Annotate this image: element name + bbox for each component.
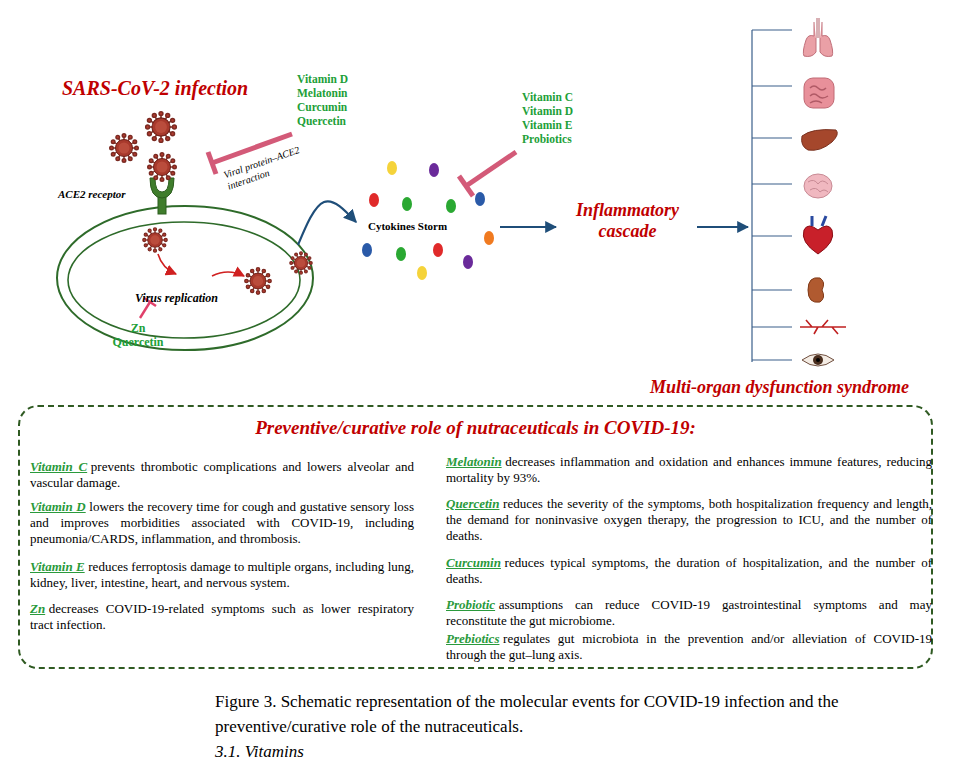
nutrient-name: Probiotic bbox=[446, 597, 495, 612]
nutrient-paragraph: Vitamin Ereduces ferroptosis damage to m… bbox=[30, 559, 414, 591]
brain-icon bbox=[804, 174, 832, 198]
cell: Virus replication Zn Quercetin bbox=[57, 207, 313, 350]
nutrient-name: Vitamin C bbox=[30, 459, 87, 474]
receptor-label: ACE2 receptor bbox=[58, 188, 126, 201]
process-label: Virus replication bbox=[135, 291, 218, 305]
organ-bracket bbox=[752, 30, 792, 362]
nutrient-name: Quercetin bbox=[446, 496, 499, 511]
nutraceutical-list: Vitamin C Vitamin D Vitamin E Probiotics bbox=[522, 90, 584, 146]
nutrient-name: Vitamin E bbox=[30, 559, 85, 574]
cytokine-dots bbox=[362, 161, 494, 280]
nutraceutical-list: Vitamin D Melatonin Curcumin Quercetin bbox=[297, 72, 359, 128]
nutrient-effect: reduces ferroptosis damage to multiple o… bbox=[30, 559, 414, 590]
nutrient-paragraph: Prebioticsregulates gut microbiota in th… bbox=[446, 631, 932, 663]
nutrient-effect: reduces typical symptoms, the duration o… bbox=[446, 555, 932, 586]
figure-heading: SARS-CoV-2 infection bbox=[62, 76, 248, 100]
nutrient-name: Curcumin bbox=[446, 555, 501, 570]
nutrient-paragraph: Quercetinreduces the severity of the sym… bbox=[446, 496, 932, 544]
nutrient-name: Vitamin D bbox=[30, 499, 86, 514]
figure-caption: Figure 3. Schematic representation of th… bbox=[215, 689, 955, 739]
target-label: Viral protein–ACE2 interaction bbox=[222, 143, 309, 193]
nutrient-effect: lowers the recovery time for cough and g… bbox=[30, 499, 414, 546]
process-label: Inflammatory cascade bbox=[560, 200, 695, 242]
cluster-label: Cytokines Storm bbox=[368, 220, 447, 233]
dashed-panel: Preventive/curative role of nutraceutica… bbox=[18, 405, 933, 669]
organ-column: Multi-organ dysfunction syndrome bbox=[752, 28, 832, 368]
nutrient-paragraph: Probioticassumptions can reduce COVID-19… bbox=[446, 597, 932, 629]
flow-arrow bbox=[500, 226, 556, 228]
cytokine-cluster: Cytokines Storm bbox=[358, 160, 498, 278]
replication-arrow bbox=[158, 254, 176, 274]
cell-membrane bbox=[57, 206, 313, 350]
nutrient-effect: regulates gut microbiota in the preventi… bbox=[446, 631, 932, 662]
nutrient-name: Melatonin bbox=[446, 454, 502, 469]
eye-icon bbox=[802, 354, 834, 366]
heart-icon bbox=[803, 216, 832, 254]
intestine-icon bbox=[804, 78, 834, 108]
cell-inner-membrane bbox=[68, 222, 300, 338]
process-label-box: Inflammatory cascade bbox=[560, 200, 695, 242]
flow-arrow bbox=[298, 201, 356, 245]
nutrient-effect: prevents thrombotic complications and lo… bbox=[30, 459, 414, 490]
inhibitor-list: Zn Quercetin bbox=[107, 321, 169, 349]
nutrient-paragraph: Vitamin Dlowers the recovery time for co… bbox=[30, 499, 414, 547]
ace2-receptor bbox=[150, 178, 174, 214]
lungs-icon bbox=[803, 18, 832, 57]
nutrient-effect: reduces the severity of the symptoms, bo… bbox=[446, 496, 932, 543]
virus-particles bbox=[110, 112, 313, 295]
nutrient-paragraph: Zndecreases COVID-19-related symptoms su… bbox=[30, 601, 414, 633]
inhibitor-bar bbox=[459, 152, 516, 196]
liver-icon bbox=[802, 130, 838, 151]
vessel-icon bbox=[800, 320, 846, 334]
nutrient-effect: assumptions can reduce COVID-19 gastroin… bbox=[446, 597, 932, 628]
nutrient-effect: decreases inflammation and oxidation and… bbox=[446, 454, 932, 485]
nutrient-effect: decreases COVID-19-related symptoms such… bbox=[30, 601, 414, 632]
section-heading: 3.1. Vitamins bbox=[215, 742, 304, 762]
nutrient-name: Zn bbox=[30, 601, 45, 616]
replication-arrow bbox=[212, 272, 244, 276]
nutrient-paragraph: Vitamin Cprevents thrombotic complicatio… bbox=[30, 459, 414, 491]
panel-heading: Preventive/curative role of nutraceutica… bbox=[20, 417, 931, 439]
nutrient-name: Prebiotics bbox=[446, 631, 499, 646]
nutrient-paragraph: Curcuminreduces typical symptoms, the du… bbox=[446, 555, 932, 587]
nutrient-paragraph: Melatonindecreases inflammation and oxid… bbox=[446, 454, 932, 486]
kidney-icon bbox=[808, 278, 824, 303]
flow-arrow bbox=[697, 226, 748, 228]
outcome-label: Multi-organ dysfunction syndrome bbox=[650, 376, 909, 398]
